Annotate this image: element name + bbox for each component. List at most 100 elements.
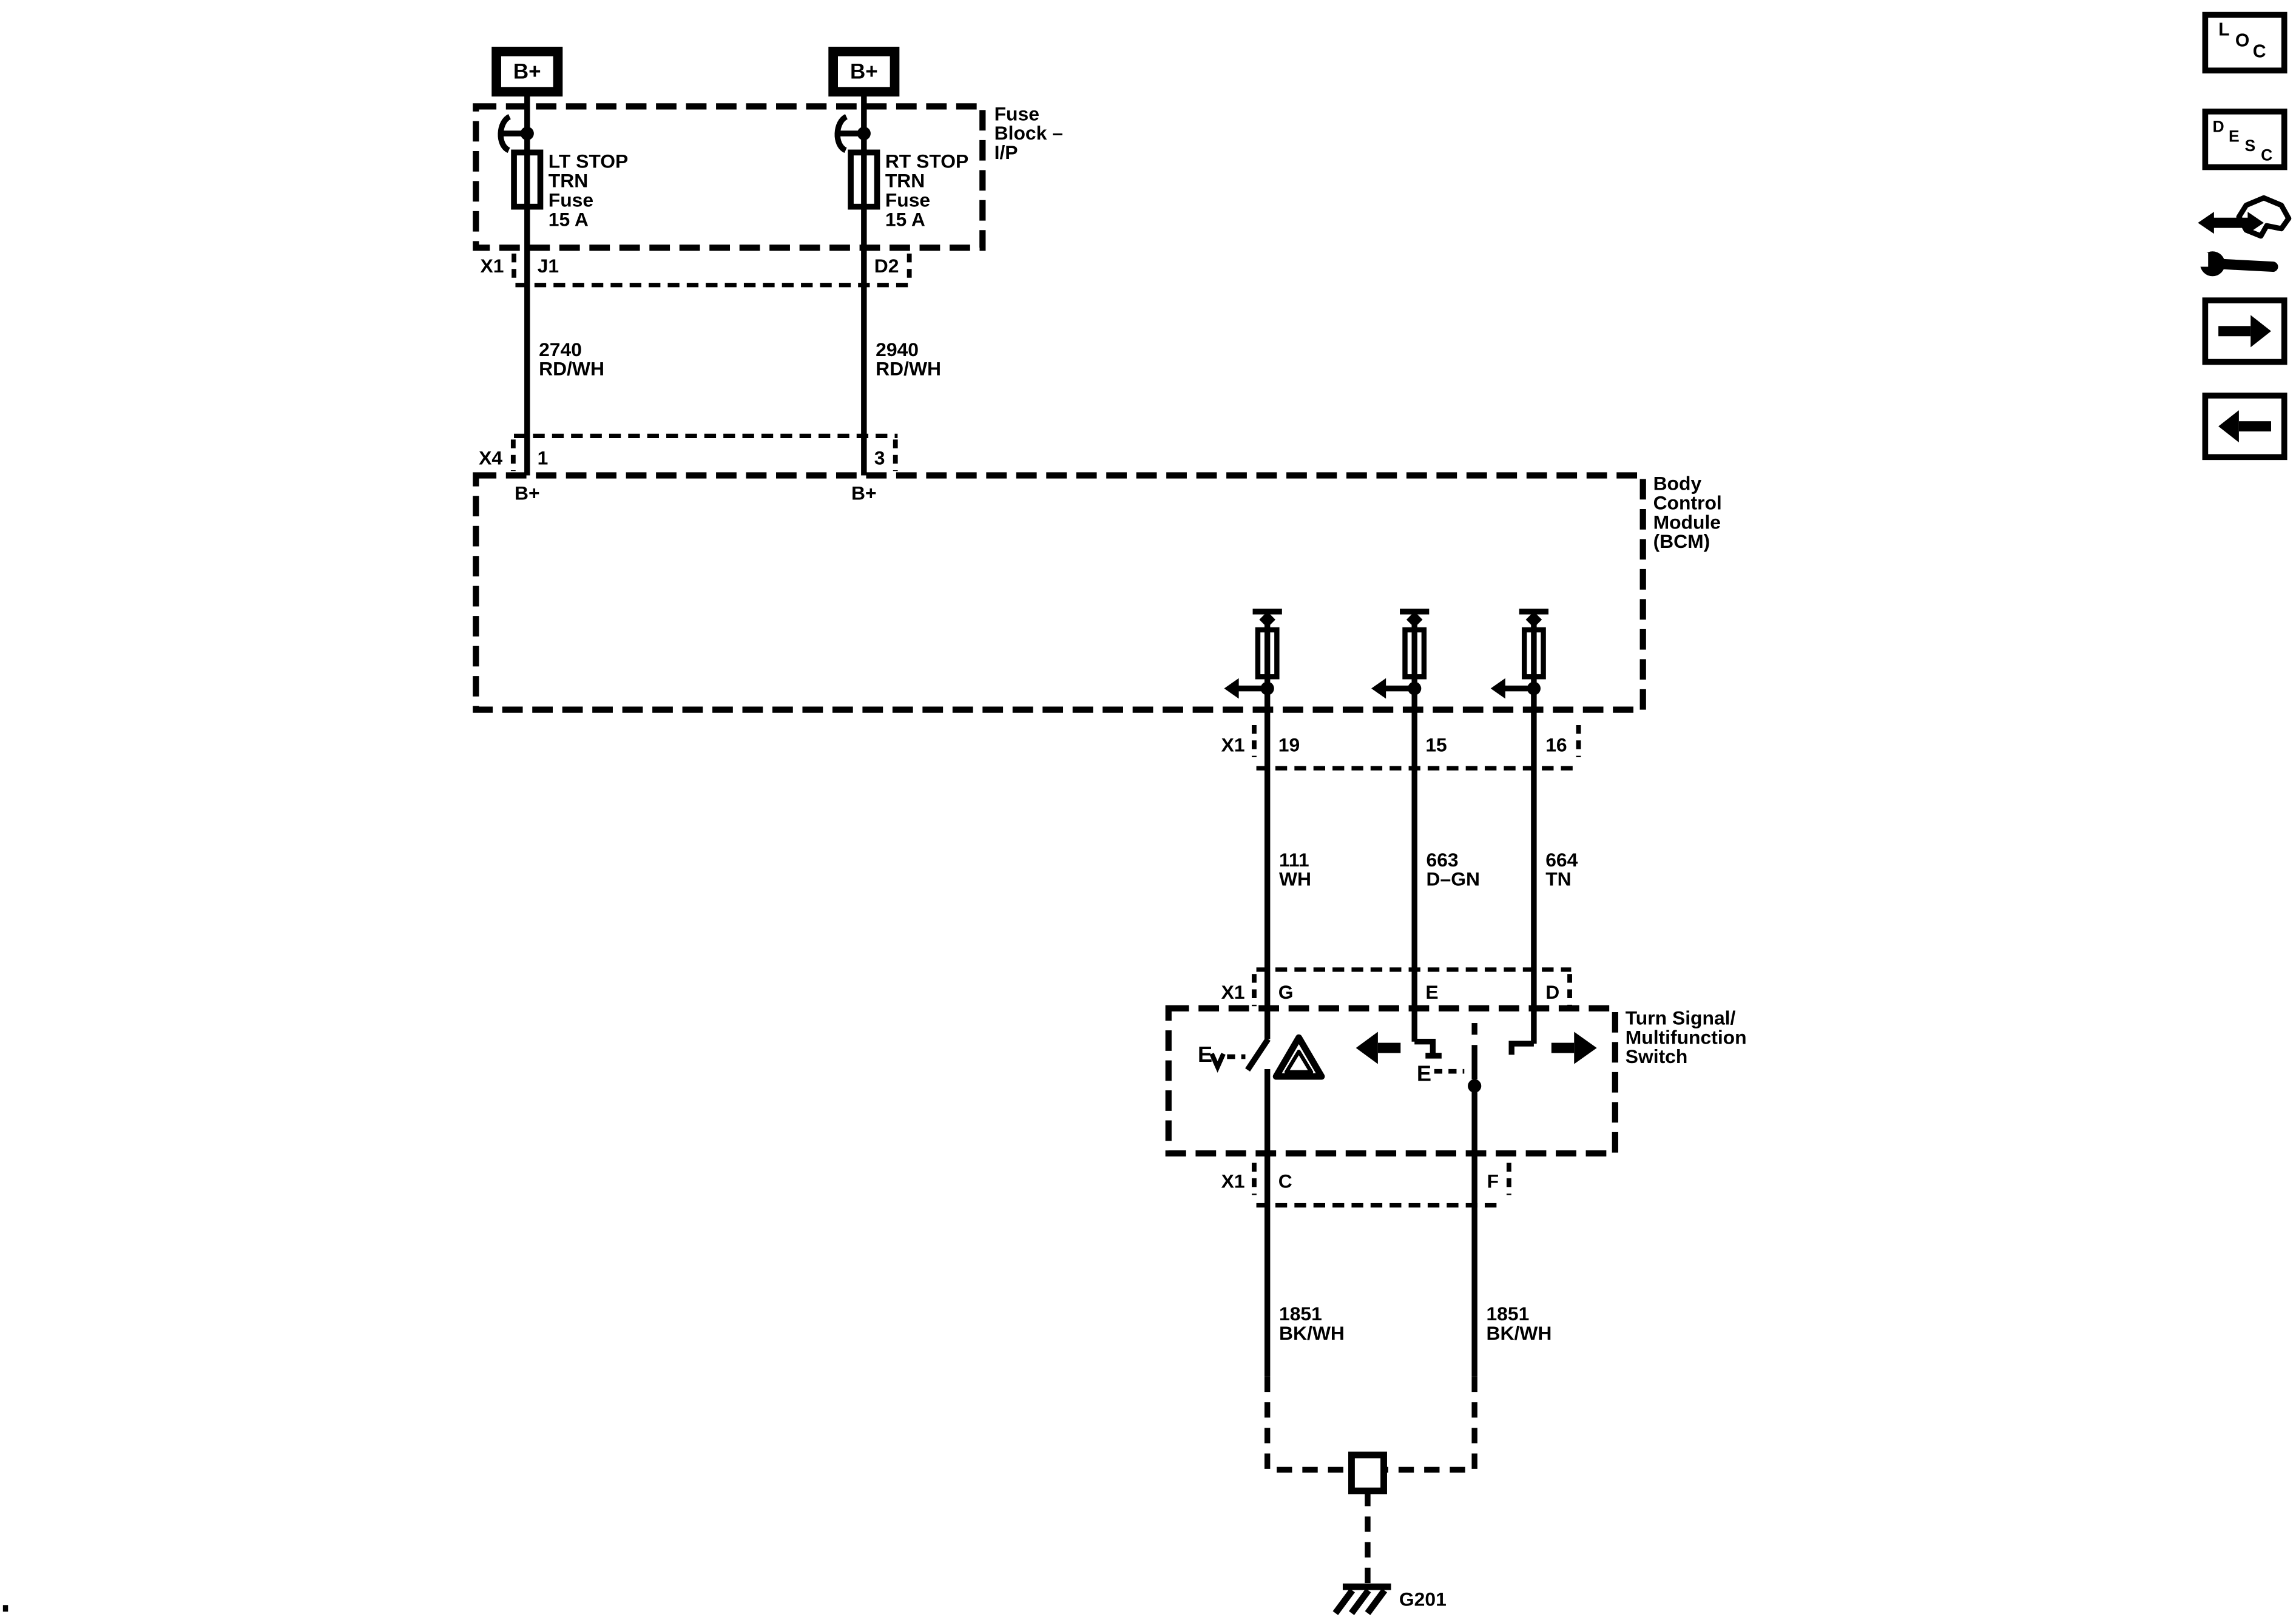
svg-text:I/P: I/P <box>994 141 1018 163</box>
fuse-symbol-right <box>848 149 880 210</box>
pin-label: 15 <box>1425 734 1447 755</box>
svg-text:Fuse: Fuse <box>885 189 930 211</box>
b-plus-label-right: B+ <box>850 59 878 83</box>
page-mark <box>2 1605 8 1612</box>
svg-text:2940: 2940 <box>876 339 919 360</box>
pin-label: 16 <box>1545 734 1567 755</box>
diagnostic-hand-wrench-icon[interactable] <box>2193 195 2292 277</box>
desc-letter: C <box>2261 146 2272 164</box>
desc-letter: D <box>2212 118 2224 136</box>
battery-terminals: B+ B+ <box>491 46 900 97</box>
svg-text:(BCM): (BCM) <box>1653 530 1710 552</box>
svg-text:2740: 2740 <box>539 339 582 360</box>
connector-id: X1 <box>1221 734 1245 755</box>
svg-text:Block –: Block – <box>994 122 1063 144</box>
bcm-bplus-left: B+ <box>515 482 540 504</box>
wire-splice-right <box>1383 1376 1477 1473</box>
loc-button[interactable]: L O C <box>2202 12 2288 74</box>
bcm-driver-3 <box>1490 609 1549 699</box>
switch-pole-junction-dot <box>1468 1079 1482 1093</box>
left-arrow-icon <box>2218 410 2271 443</box>
turn-signal-switch: Turn Signal/ Multifunction Switch E E <box>1165 1005 1747 1156</box>
svg-text:15 A: 15 A <box>549 208 589 230</box>
branch-arrow-left <box>1490 678 1505 699</box>
pin-label: E <box>1425 981 1438 1003</box>
connector-id: X1 <box>1221 1170 1245 1192</box>
svg-text:BK/WH: BK/WH <box>1279 1322 1345 1344</box>
clip-terminal-left <box>498 113 534 154</box>
svg-text:RT STOP: RT STOP <box>885 150 968 172</box>
wire-splice-left <box>1264 1376 1352 1473</box>
pin-label: 1 <box>538 447 549 468</box>
pin-label: 19 <box>1278 734 1300 755</box>
hand-icon <box>2236 195 2292 239</box>
hazard-actuator-down-arrow <box>1209 1053 1226 1073</box>
fuse-block-outline <box>473 103 986 251</box>
wire-label-2740: 2740 RD/WH <box>539 339 604 380</box>
svg-text:Control: Control <box>1653 491 1722 513</box>
svg-text:664: 664 <box>1545 849 1578 871</box>
desc-button[interactable]: D E S C <box>2202 108 2288 170</box>
desc-letter: E <box>2229 127 2240 145</box>
svg-text:LT STOP: LT STOP <box>549 150 629 172</box>
splice-symbol <box>1348 1451 1387 1494</box>
loc-letter: L <box>2218 19 2229 39</box>
switch-outline <box>1165 1005 1618 1156</box>
desc-letter: S <box>2245 137 2256 155</box>
connector-row-x4: X4 1 3 <box>479 433 898 471</box>
hazard-switch-blade <box>1245 1037 1271 1072</box>
right-turn-arrow-icon <box>1551 1031 1597 1064</box>
switch-contact-right-hook <box>1508 1041 1534 1055</box>
wires <box>524 88 1537 1586</box>
svg-text:RD/WH: RD/WH <box>876 358 941 380</box>
b-plus-terminal-right <box>828 46 900 97</box>
fuse-right-label: RT STOP TRN Fuse 15 A <box>885 150 968 231</box>
bcm: B+ B+ Body Control Module (BCM) <box>473 472 1722 713</box>
bcm-fuse-symbol <box>1402 627 1427 680</box>
b-plus-terminal-left <box>491 46 563 97</box>
bcm-driver-2 <box>1371 609 1430 699</box>
fuse-block-name: Fuse Block – I/P <box>994 103 1063 163</box>
switch-name: Turn Signal/ Multifunction Switch <box>1626 1007 1747 1067</box>
svg-text:111: 111 <box>1279 849 1309 871</box>
svg-text:Switch: Switch <box>1626 1045 1688 1067</box>
hazard-actuator-letter: E <box>1198 1042 1212 1067</box>
pin-label: G <box>1278 981 1294 1003</box>
ground-symbol <box>1332 1583 1391 1615</box>
pole-actuator-letter: E <box>1417 1061 1431 1085</box>
pin-label: D <box>1545 981 1559 1003</box>
svg-text:Fuse: Fuse <box>549 189 593 211</box>
svg-text:Turn Signal/: Turn Signal/ <box>1626 1007 1736 1028</box>
loc-letter: O <box>2235 30 2249 50</box>
bcm-fuse-symbol <box>1521 627 1546 680</box>
fuse-left-label: LT STOP TRN Fuse 15 A <box>549 150 629 231</box>
svg-text:1851: 1851 <box>1279 1303 1322 1325</box>
wire-label-664: 664 TN <box>1545 849 1578 890</box>
bcm-outline <box>473 472 1646 713</box>
previous-page-button[interactable] <box>2202 393 2288 461</box>
next-page-button[interactable] <box>2202 297 2288 365</box>
hazard-triangle-icon <box>1272 1034 1325 1080</box>
svg-text:Module: Module <box>1653 511 1721 533</box>
pin-label: J1 <box>538 255 559 277</box>
svg-text:RD/WH: RD/WH <box>539 358 604 380</box>
ground-label: G201 <box>1399 1588 1447 1610</box>
wire-label-111: 111 WH <box>1279 849 1311 890</box>
connector-id: X1 <box>481 255 504 277</box>
svg-text:663: 663 <box>1427 849 1459 871</box>
left-turn-arrow-icon <box>1356 1031 1401 1064</box>
bcm-name: Body Control Module (BCM) <box>1653 473 1722 553</box>
toolbar: L O C D E S C <box>2193 12 2292 461</box>
wire-label-663: 663 D–GN <box>1427 849 1480 890</box>
connector-row-x1-switch-bottom: X1 C F <box>1221 1163 1511 1208</box>
svg-text:1851: 1851 <box>1486 1303 1529 1325</box>
svg-text:TN: TN <box>1545 868 1571 890</box>
svg-text:Fuse: Fuse <box>994 103 1039 124</box>
svg-text:BK/WH: BK/WH <box>1486 1322 1551 1344</box>
wire-label-1851-left: 1851 BK/WH <box>1279 1303 1345 1344</box>
wrench-icon <box>2193 251 2278 277</box>
bcm-driver-1 <box>1224 609 1282 699</box>
switch-contact-left-step <box>1414 1038 1436 1054</box>
connector-id: X4 <box>479 447 502 468</box>
